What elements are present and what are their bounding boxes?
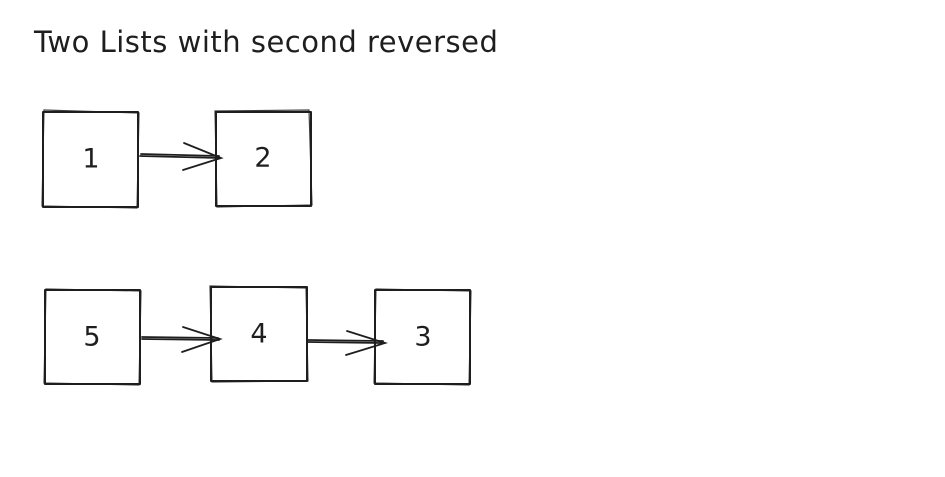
arrow-shaft-sketch	[140, 153, 220, 157]
arrow-shaft	[141, 338, 220, 341]
node-value: 5	[83, 322, 100, 353]
diagram-title: Two Lists with second reversed	[33, 25, 498, 59]
arrow-head	[181, 326, 223, 353]
node-value: 4	[250, 319, 267, 350]
list-node: 5	[43, 288, 142, 386]
pointer-arrow	[141, 326, 223, 353]
arrow-shaft	[307, 341, 385, 344]
node-box-sketch	[214, 109, 313, 208]
pointer-arrow	[307, 330, 389, 356]
arrow-head	[345, 330, 389, 356]
list-node: 2	[214, 109, 313, 208]
list-node: 3	[373, 288, 472, 386]
arrow-head	[182, 142, 224, 171]
node-value: 2	[254, 143, 271, 174]
linked-list-2: 5 4 3	[43, 285, 472, 386]
arrow-shaft-sketch	[307, 339, 384, 342]
linked-list-1: 1 2	[41, 109, 313, 209]
node-box-sketch	[41, 109, 140, 209]
list-node: 4	[209, 285, 309, 383]
list-node: 1	[41, 109, 140, 209]
pointer-arrow	[139, 142, 224, 171]
arrow-shaft-sketch	[141, 336, 219, 339]
node-box-sketch	[373, 288, 472, 386]
node-value: 1	[82, 144, 99, 175]
node-box-sketch	[209, 285, 309, 383]
node-value: 3	[414, 322, 431, 353]
node-box-sketch	[43, 288, 142, 386]
arrow-shaft	[139, 155, 221, 159]
